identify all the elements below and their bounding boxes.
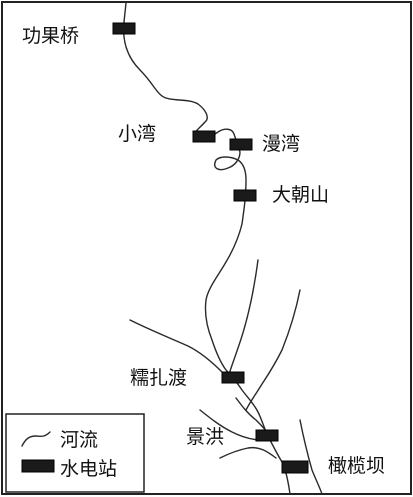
tributary-7 xyxy=(299,419,323,495)
station-marker-gongguoqiao xyxy=(112,22,136,35)
legend-station-icon xyxy=(21,459,55,473)
legend-station-label: 水电站 xyxy=(60,458,117,480)
tributary-2 xyxy=(129,319,223,373)
tributary-3 xyxy=(245,289,301,411)
station-marker-ganlanba xyxy=(281,460,309,474)
tributary-5 xyxy=(219,446,277,459)
tributary-1 xyxy=(227,259,259,379)
main-river xyxy=(122,2,291,495)
legend-box xyxy=(5,413,145,493)
station-marker-dachaoshan xyxy=(233,189,257,202)
station-marker-jinghong xyxy=(255,429,279,442)
legend-river-icon xyxy=(21,431,51,447)
legend: 河流 水电站 xyxy=(5,413,145,493)
station-label-dachaoshan: 大朝山 xyxy=(272,184,329,206)
station-label-gongguoqiao: 功果桥 xyxy=(22,25,79,47)
station-label-ganlanba: 橄榄坝 xyxy=(328,455,385,477)
station-marker-xiaowan xyxy=(192,130,216,143)
station-marker-nuozhadu xyxy=(221,371,245,384)
station-label-manwan: 漫湾 xyxy=(262,133,300,155)
legend-river-label: 河流 xyxy=(60,429,98,451)
station-label-jinghong: 景洪 xyxy=(186,426,224,448)
station-label-xiaowan: 小湾 xyxy=(118,123,156,145)
station-marker-manwan xyxy=(229,138,253,151)
tributary-6 xyxy=(199,409,263,441)
station-label-nuozhadu: 糯扎渡 xyxy=(130,367,187,389)
